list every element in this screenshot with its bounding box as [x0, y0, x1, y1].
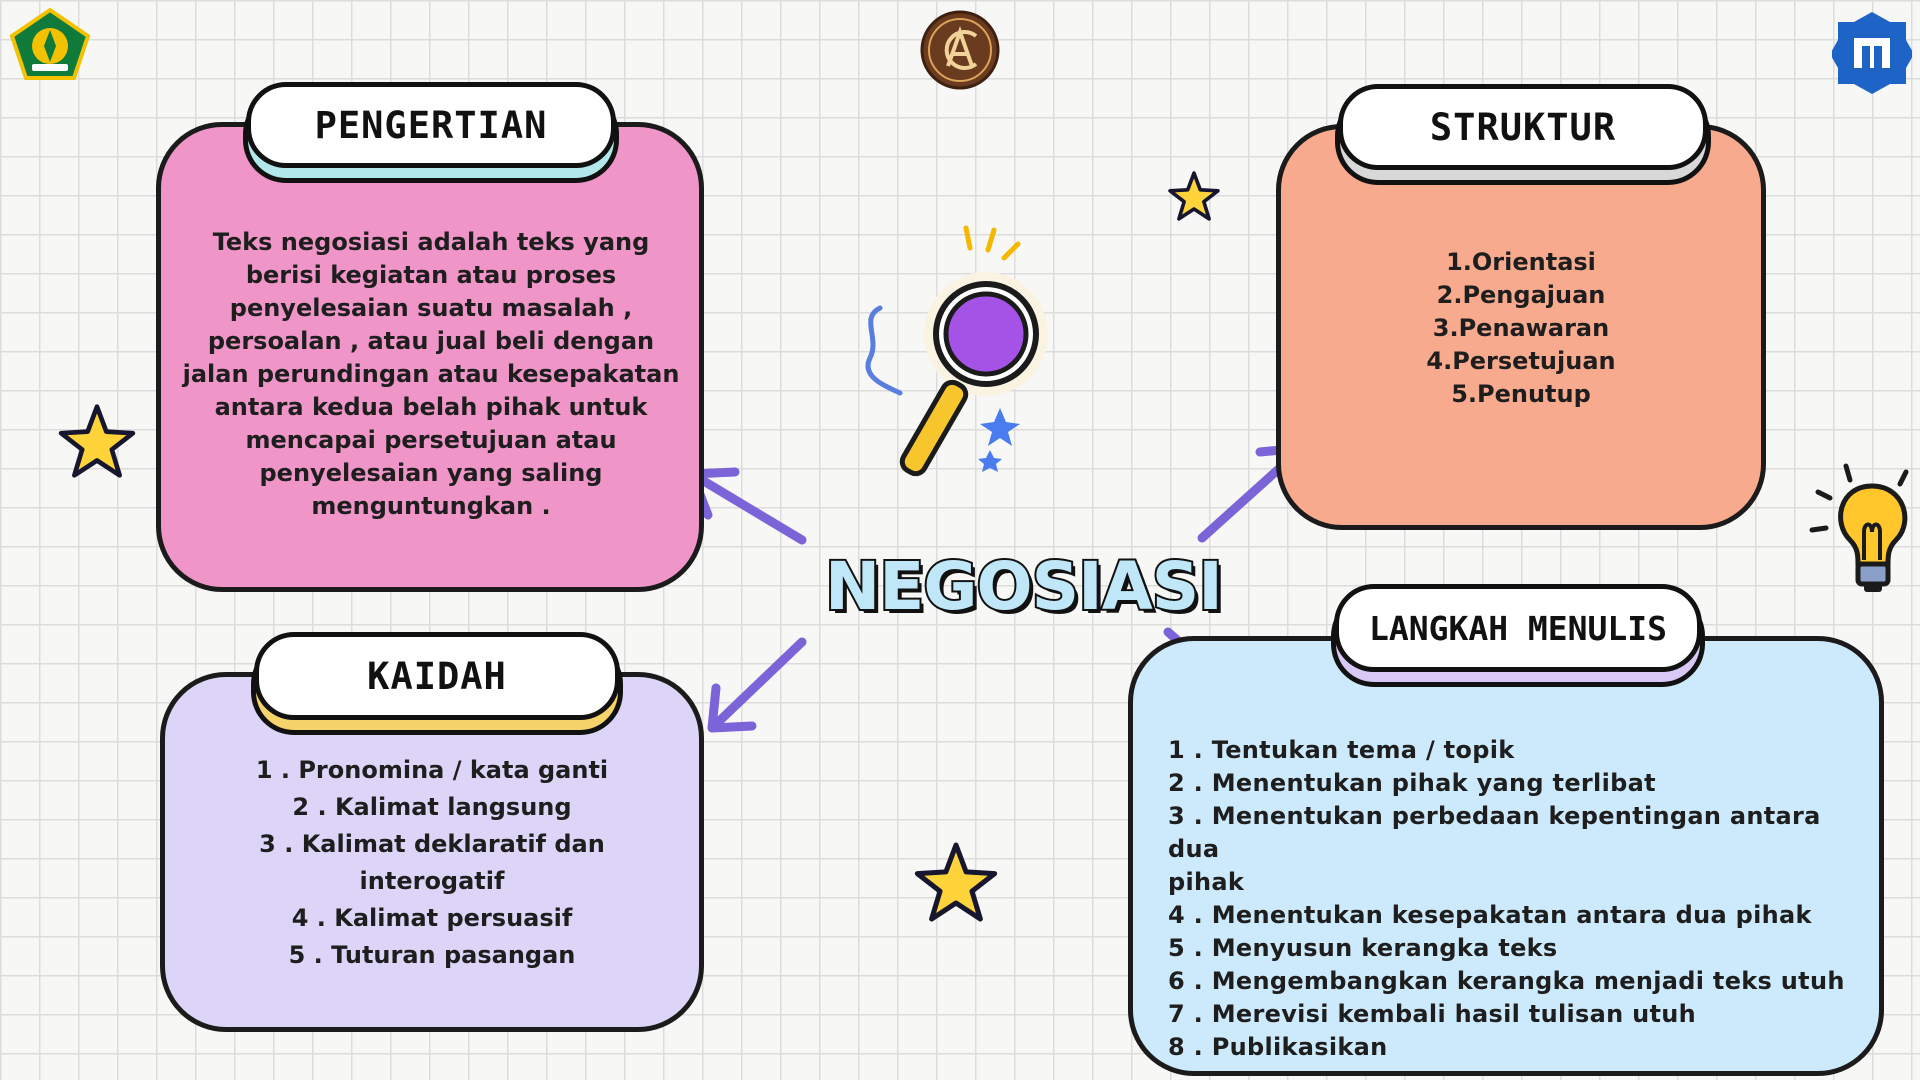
- list-item: interogatif: [359, 867, 505, 895]
- ca-monogram-logo: [918, 8, 1002, 92]
- magnifying-glass-icon: [865, 225, 1048, 477]
- text-line: berisi kegiatan atau proses: [245, 261, 617, 289]
- langkah-menulis-title: LANGKAH MENULIS: [1368, 608, 1667, 648]
- list-item: 1 . Tentukan tema / topik: [1168, 736, 1515, 764]
- list-item: 5 . Tuturan pasangan: [288, 941, 576, 969]
- list-item: 7 . Merevisi kembali hasil tulisan utuh: [1168, 1000, 1697, 1028]
- langkah-menulis-card: [1128, 636, 1884, 1076]
- list-item: 3 . Kalimat deklaratif dan: [259, 830, 605, 858]
- arrow-to-pengertian: [687, 467, 807, 545]
- star-icon: [1168, 171, 1220, 221]
- pengertian-tab: PENGERTIAN: [246, 82, 616, 168]
- list-item: pihak: [1168, 868, 1245, 896]
- list-item: 3.Penawaran: [1432, 314, 1610, 342]
- kaidah-title: KAIDAH: [367, 654, 507, 698]
- list-item: 2.Pengajuan: [1436, 281, 1606, 309]
- kaidah-tab: KAIDAH: [254, 632, 620, 720]
- struktur-title: STRUKTUR: [1429, 105, 1617, 149]
- text-line: penyelesaian suatu masalah ,: [229, 294, 633, 322]
- star-icon: [914, 842, 998, 922]
- arrow-to-kaidah: [707, 637, 807, 733]
- text-line: menguntungkan .: [311, 492, 551, 520]
- langkah-menulis-list: 1 . Tentukan tema / topik 2 . Menentukan…: [1168, 734, 1868, 1064]
- ministry-emblem-logo: [8, 6, 92, 82]
- list-item: 5.Penutup: [1451, 380, 1591, 408]
- center-title: NEGOSIASI: [823, 546, 1225, 627]
- list-item: 2 . Menentukan pihak yang terlibat: [1168, 769, 1656, 797]
- struktur-list: 1.Orientasi 2.Pengajuan 3.Penawaran 4.Pe…: [1300, 246, 1742, 411]
- text-line: jalan perundingan atau kesepakatan: [182, 360, 680, 388]
- list-item: 8 . Publikasikan: [1168, 1033, 1388, 1061]
- kaidah-list: 1 . Pronomina / kata ganti 2 . Kalimat l…: [190, 752, 674, 974]
- text-line: persoalan , atau jual beli dengan: [207, 327, 655, 355]
- star-icon: [58, 404, 136, 478]
- kaidah-card: [160, 672, 704, 1032]
- insan-cendekia-logo: [1830, 8, 1914, 98]
- pengertian-title: PENGERTIAN: [314, 103, 548, 147]
- list-item: 6 . Mengembangkan kerangka menjadi teks …: [1168, 967, 1845, 995]
- list-item: 5 . Menyusun kerangka teks: [1168, 934, 1558, 962]
- struktur-tab: STRUKTUR: [1338, 84, 1708, 170]
- list-item: 1 . Pronomina / kata ganti: [255, 756, 609, 784]
- list-item: 2 . Kalimat langsung: [292, 793, 572, 821]
- list-item: 3 . Menentukan perbedaan kepentingan ant…: [1168, 802, 1821, 863]
- text-line: antara kedua belah pihak untuk: [214, 393, 648, 421]
- list-item: 4 . Kalimat persuasif: [291, 904, 573, 932]
- light-bulb-icon: [1809, 463, 1909, 592]
- text-line: Teks negosiasi adalah teks yang: [212, 228, 650, 256]
- pengertian-card: [156, 122, 704, 592]
- langkah-menulis-tab: LANGKAH MENULIS: [1334, 584, 1702, 672]
- text-line: mencapai persetujuan atau: [245, 426, 617, 454]
- list-item: 1.Orientasi: [1446, 248, 1596, 276]
- pengertian-text: Teks negosiasi adalah teks yang berisi k…: [176, 226, 686, 523]
- list-item: 4.Persetujuan: [1426, 347, 1616, 375]
- list-item: 4 . Menentukan kesepakatan antara dua pi…: [1168, 901, 1812, 929]
- text-line: penyelesaian yang saling: [259, 459, 603, 487]
